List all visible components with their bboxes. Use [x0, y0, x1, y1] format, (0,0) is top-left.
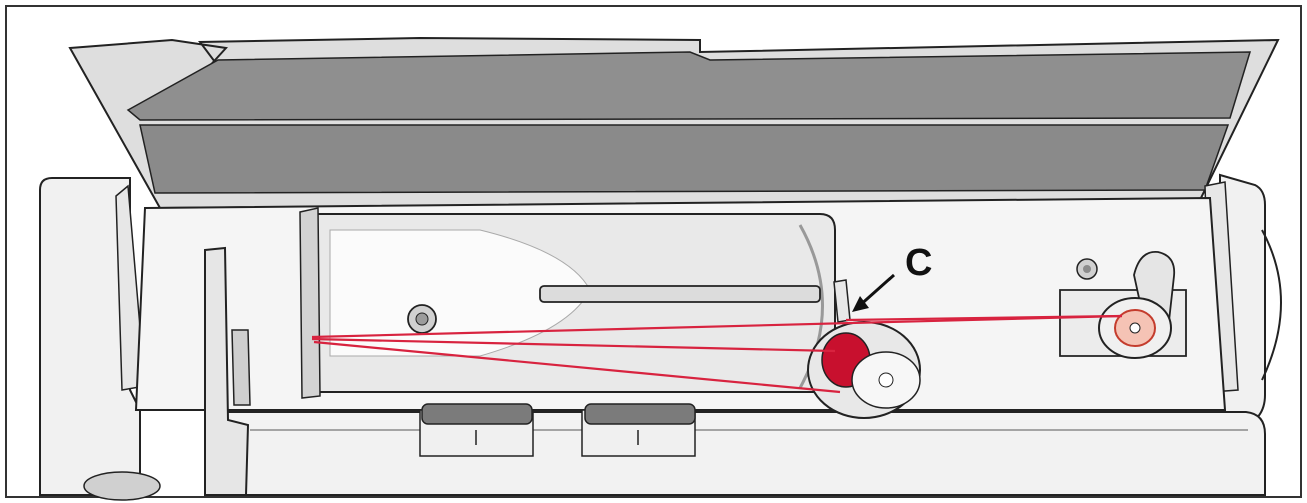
lid-panel-lower	[139, 124, 1230, 194]
handwheel-edge	[1261, 229, 1282, 381]
spool-icon	[1098, 297, 1172, 359]
callout-arrow	[852, 273, 895, 312]
left-bracket	[204, 246, 250, 496]
machine-body	[39, 177, 141, 496]
dial-icon	[581, 403, 696, 457]
callout-label-c: C	[905, 242, 932, 284]
screw-icon	[1076, 258, 1098, 280]
base-hole	[83, 471, 161, 501]
dial-icon	[419, 403, 534, 457]
screw-icon	[407, 304, 437, 334]
bobbin-icon	[807, 321, 921, 419]
lid-panel-upper	[126, 51, 1252, 121]
thread-path	[311, 314, 1123, 394]
deck-front	[225, 411, 1266, 496]
winder-rod	[539, 285, 821, 303]
left-bracket-inner	[231, 329, 251, 406]
tray-left-plate	[299, 207, 321, 399]
